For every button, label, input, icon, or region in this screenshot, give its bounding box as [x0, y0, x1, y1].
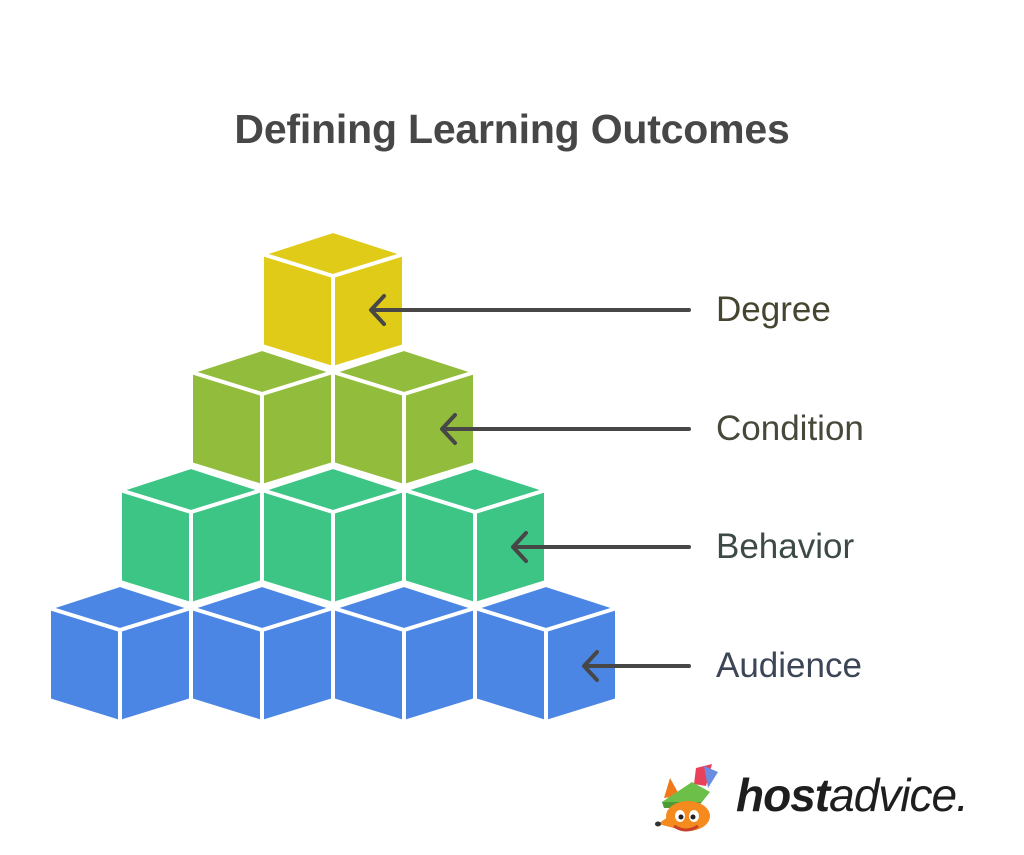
label-degree: Degree: [716, 290, 831, 329]
arrow-behavior-icon: [511, 531, 691, 563]
arrow-audience-icon: [582, 650, 691, 682]
arrow-condition-icon: [440, 413, 691, 445]
cube: [189, 583, 335, 724]
cube: [189, 347, 335, 488]
diagram-title: Defining Learning Outcomes: [234, 106, 790, 152]
cube: [118, 465, 264, 606]
logo-wordmark: hostadvice.: [736, 769, 969, 821]
hostadvice-logo: hostadvice.: [652, 762, 972, 838]
label-condition: Condition: [716, 409, 864, 448]
cube: [331, 583, 477, 724]
label-behavior: Behavior: [716, 527, 855, 566]
arrow-degree-icon: [369, 294, 691, 326]
cube: [47, 583, 193, 724]
fox-mascot-icon: [655, 764, 718, 832]
label-audience: Audience: [716, 646, 862, 685]
cube: [260, 465, 406, 606]
tier-behavior-cubes: [118, 465, 548, 606]
